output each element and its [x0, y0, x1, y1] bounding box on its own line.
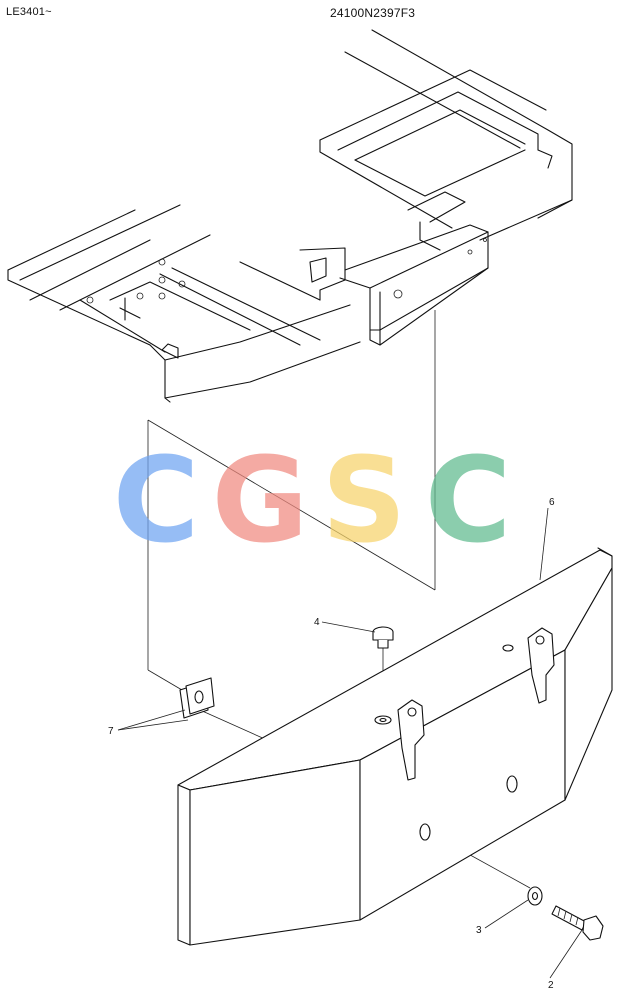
drawing-number-label: 24100N2397F3: [330, 6, 416, 20]
bolt-item-4: [372, 626, 394, 649]
callout-leaders: [117, 507, 583, 979]
counterweight-part: [177, 547, 613, 946]
callout-6: 6: [549, 497, 555, 508]
callout-3: 3: [476, 925, 482, 936]
callout-4: 4: [314, 617, 320, 628]
callout-2: 2: [548, 980, 554, 991]
serial-range-label: LE3401~: [6, 6, 52, 18]
shim-plates-item-7: [179, 677, 215, 719]
bolt-item-2: [551, 905, 604, 941]
washer-item-3: [527, 886, 543, 906]
truck-frame: [7, 29, 573, 403]
callout-7: 7: [108, 726, 114, 737]
washer-under-item-4: [374, 715, 392, 725]
